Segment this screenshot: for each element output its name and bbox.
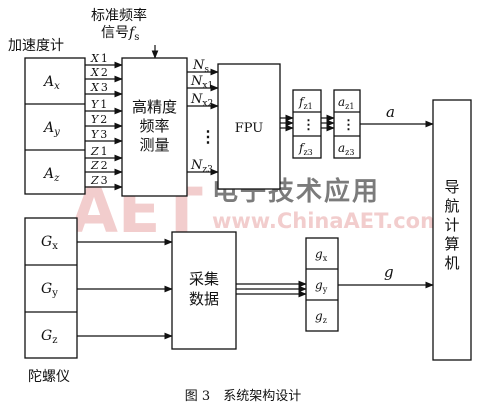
g-y: gy <box>315 278 328 294</box>
gyro-z: Gz <box>41 328 57 346</box>
count-labels: Ns Nx1 Nx2 Nz3 <box>190 58 213 175</box>
svg-text:Nx2: Nx2 <box>190 92 213 109</box>
svg-text:Z2: Z2 <box>90 159 108 172</box>
svg-text:X2: X2 <box>90 66 108 79</box>
input-label-line2: 信号fs <box>101 25 139 43</box>
acq-line1: 采集 <box>189 270 219 288</box>
watermark-url: www.ChinaAET.com <box>212 209 442 233</box>
nav-char-2: 航 <box>444 197 459 215</box>
f-column <box>292 89 322 159</box>
freq-block-line2: 频率 <box>139 117 169 135</box>
acquisition-block <box>171 231 237 350</box>
a-ellipsis: ⋮ <box>342 118 355 133</box>
nav-char-5: 机 <box>444 254 459 272</box>
svg-text:Y3: Y3 <box>91 128 107 141</box>
acq-line2: 数据 <box>189 290 219 308</box>
a-z1: az1 <box>338 95 354 111</box>
gyro-y: Gy <box>41 281 58 299</box>
nav-computer-block <box>432 99 472 361</box>
f-z1: fz1 <box>298 95 313 111</box>
input-label-line1: 标准频率 <box>91 7 147 24</box>
gyro-x: Gx <box>41 234 58 252</box>
svg-text:Z1: Z1 <box>90 145 108 158</box>
accel-y: Ay <box>42 120 60 138</box>
svg-text:Z3: Z3 <box>90 174 108 187</box>
svg-text:Ns: Ns <box>192 58 209 75</box>
svg-text:X1: X1 <box>90 52 108 65</box>
nav-char-1: 导 <box>444 178 459 196</box>
accel-signal-arrows <box>85 61 123 191</box>
freq-block-line3: 测量 <box>139 136 169 154</box>
accel-z: Az <box>42 166 60 184</box>
freq-measure-block <box>121 57 188 197</box>
g-x: gx <box>315 247 328 263</box>
a-z3: az3 <box>338 141 354 157</box>
figure-caption: 图 3 系统架构设计 <box>185 389 301 404</box>
gyro-outer-box <box>24 217 78 359</box>
f-z3: fz3 <box>298 141 313 157</box>
fpu-block <box>217 63 281 190</box>
nav-char-4: 算 <box>444 235 459 253</box>
a-output-label: a <box>386 103 395 121</box>
f-ellipsis: ⋮ <box>302 118 315 133</box>
svg-text:Nx1: Nx1 <box>190 74 213 91</box>
accel-title: 加速度计 <box>8 38 64 54</box>
svg-text:Y2: Y2 <box>91 113 107 126</box>
a-column <box>333 89 361 159</box>
accel-x: Ax <box>42 74 60 92</box>
count-arrows <box>187 68 219 176</box>
g-z: gz <box>315 309 327 325</box>
freq-block-line1: 高精度 <box>132 98 177 116</box>
g-output-label: g <box>384 263 394 281</box>
fpu-label: FPU <box>235 121 264 136</box>
svg-text:X3: X3 <box>90 81 108 94</box>
svg-text:Nz3: Nz3 <box>190 158 213 175</box>
gyro-title: 陀螺仪 <box>28 369 70 385</box>
svg-text:Y1: Y1 <box>91 98 107 111</box>
count-ellipsis: ⋮ <box>200 127 216 146</box>
gyro-signal-arrows <box>77 238 173 340</box>
nav-char-3: 计 <box>444 216 459 234</box>
